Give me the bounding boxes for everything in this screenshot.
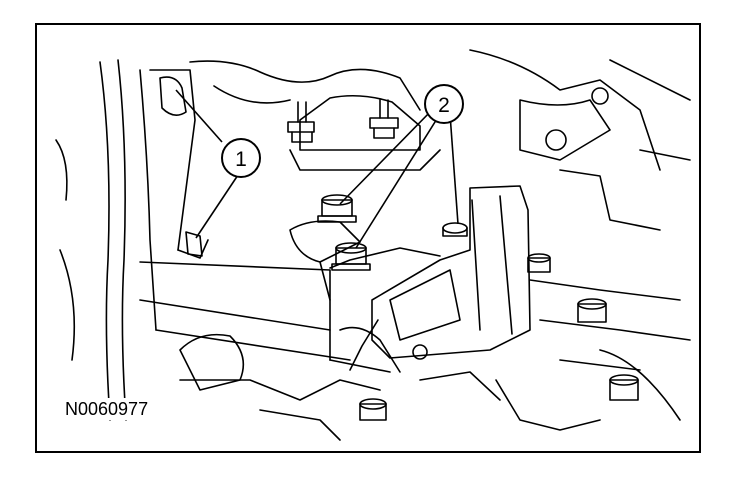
stud-icon [369, 99, 399, 139]
bolt-icon [527, 253, 551, 273]
callout-leaders [175, 89, 459, 249]
leader-2-b [355, 113, 441, 249]
bolt-icon [577, 298, 607, 323]
bolt-icon [609, 374, 639, 401]
leader-1-b [195, 171, 241, 239]
engine-line-art [55, 49, 691, 441]
bolt-icon [442, 222, 468, 237]
bolt-icon [317, 194, 357, 223]
figure-id-label: N0060977 [63, 398, 151, 420]
diagram-frame [35, 23, 701, 453]
callout-1: 1 [221, 138, 261, 178]
leader-1-a [175, 89, 223, 143]
callout-2-number: 2 [438, 94, 450, 117]
callout-2: 2 [424, 84, 464, 124]
callout-1-number: 1 [235, 148, 247, 171]
bolt-icon [359, 398, 387, 421]
leader-2-a [339, 109, 433, 205]
stud-icon [287, 101, 315, 143]
leader-2-c [449, 113, 459, 225]
bolt-icon [331, 242, 371, 271]
